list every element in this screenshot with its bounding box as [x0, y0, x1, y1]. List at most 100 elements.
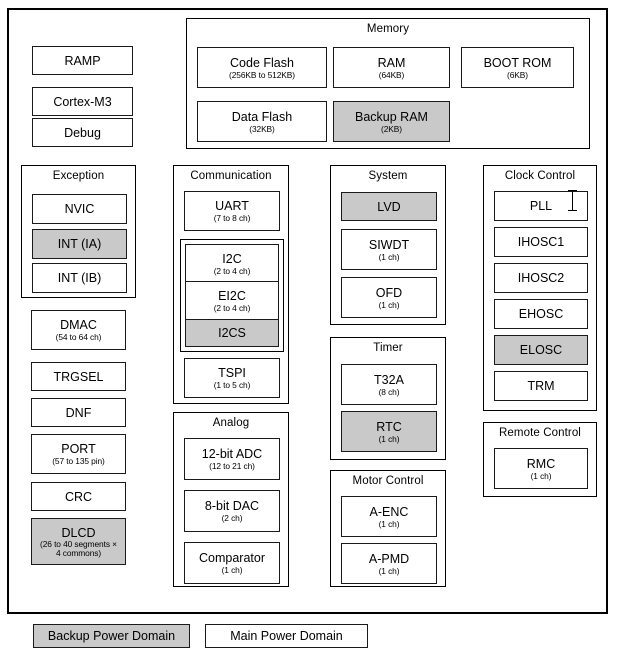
block-label: BOOT ROM: [483, 55, 552, 70]
block-trm[interactable]: TRM: [494, 371, 588, 401]
block-dlcd[interactable]: DLCD (26 to 40 segments × 4 commons): [31, 518, 126, 565]
legend-label: Backup Power Domain: [47, 629, 176, 643]
block-port[interactable]: PORT (57 to 135 pin): [31, 434, 126, 474]
block-label: INT (IB): [57, 271, 102, 285]
block-label: EI2C: [218, 289, 246, 303]
block-label: EHOSC: [518, 307, 564, 321]
block-label: Code Flash: [230, 55, 294, 70]
block-label: DLCD: [61, 525, 96, 540]
block-int-ia[interactable]: INT (IA): [32, 229, 127, 259]
block-comparator[interactable]: Comparator (1 ch): [184, 542, 280, 584]
group-system: System LVD SIWDT (1 ch) OFD (1 ch): [330, 165, 446, 325]
block-label: Debug: [64, 125, 101, 140]
block-pll[interactable]: PLL: [494, 191, 588, 221]
block-sublabel: (57 to 135 pin): [52, 456, 105, 466]
legend-backup-power-domain[interactable]: Backup Power Domain: [33, 624, 190, 648]
block-int-ib[interactable]: INT (IB): [32, 263, 127, 293]
block-sublabel: (26 to 40 segments ×: [40, 538, 117, 549]
block-label: DMAC: [60, 318, 97, 332]
block-boot-rom[interactable]: BOOT ROM (6KB): [461, 47, 574, 88]
group-title-memory: Memory: [366, 23, 410, 35]
block-siwdt[interactable]: SIWDT (1 ch): [341, 229, 437, 270]
block-label: CRC: [64, 489, 93, 504]
group-exception: Exception NVIC INT (IA) INT (IB): [21, 165, 136, 298]
group-remote-control: Remote Control RMC (1 ch): [483, 422, 597, 497]
block-sublabel-2: 4 commons): [55, 547, 102, 558]
block-sublabel: (6KB): [507, 69, 528, 80]
group-title-timer: Timer: [373, 342, 403, 354]
block-label: IHOSC1: [517, 235, 565, 249]
group-timer: Timer T32A (8 ch) RTC (1 ch): [330, 337, 446, 460]
block-label: RTC: [376, 419, 402, 434]
block-label: LVD: [377, 199, 401, 214]
block-sublabel: (1 to 5 ch): [213, 380, 251, 390]
block-uart[interactable]: UART (7 to 8 ch): [184, 191, 280, 231]
block-sublabel: (32KB): [249, 123, 275, 134]
block-debug[interactable]: Debug: [32, 118, 133, 147]
legend-label: Main Power Domain: [230, 629, 343, 643]
ibeam-bottom-bar: [568, 209, 577, 211]
block-dmac[interactable]: DMAC (54 to 64 ch): [31, 310, 126, 350]
block-label: OFD: [375, 285, 403, 300]
block-label: SIWDT: [368, 237, 410, 252]
block-ofd[interactable]: OFD (1 ch): [341, 277, 437, 318]
block-label: TRGSEL: [53, 369, 104, 384]
block-ram[interactable]: RAM (64KB): [333, 47, 450, 88]
block-a-enc[interactable]: A-ENC (1 ch): [341, 496, 437, 537]
group-title-analog: Analog: [212, 417, 250, 429]
block-label: RAMP: [64, 53, 101, 68]
legend-main-power-domain[interactable]: Main Power Domain: [205, 624, 368, 648]
ibeam-stem: [572, 190, 574, 211]
block-rtc[interactable]: RTC (1 ch): [341, 411, 437, 452]
block-ehosc[interactable]: EHOSC: [494, 299, 588, 329]
block-label: NVIC: [64, 202, 95, 216]
block-label: INT (IA): [57, 237, 102, 251]
block-dnf[interactable]: DNF: [31, 398, 126, 427]
block-adc-12bit[interactable]: 12-bit ADC (12 to 21 ch): [184, 438, 280, 480]
block-a-pmd[interactable]: A-PMD (1 ch): [341, 543, 437, 584]
block-sublabel: (7 to 8 ch): [213, 213, 251, 223]
block-sublabel: (8 ch): [378, 386, 400, 397]
group-title-communication: Communication: [190, 170, 272, 182]
text-ibeam-cursor-icon: [568, 190, 577, 211]
block-ramp[interactable]: RAMP: [32, 46, 133, 75]
block-elosc[interactable]: ELOSC: [494, 335, 588, 365]
block-sublabel: (1 ch): [378, 299, 400, 310]
block-label: TSPI: [218, 366, 246, 380]
block-label: 12-bit ADC: [201, 447, 263, 461]
block-backup-ram[interactable]: Backup RAM (2KB): [333, 101, 450, 142]
block-sublabel: (2 to 4 ch): [213, 303, 251, 313]
block-dac-8bit[interactable]: 8-bit DAC (2 ch): [184, 490, 280, 532]
block-i2c[interactable]: I2C (2 to 4 ch): [185, 244, 279, 284]
group-analog: Analog 12-bit ADC (12 to 21 ch) 8-bit DA…: [173, 412, 289, 587]
block-label: Cortex-M3: [53, 94, 112, 109]
block-code-flash[interactable]: Code Flash (256KB to 512KB): [197, 47, 327, 88]
block-tspi[interactable]: TSPI (1 to 5 ch): [184, 358, 280, 398]
block-label: DNF: [65, 405, 92, 420]
block-ihosc1[interactable]: IHOSC1: [494, 227, 588, 257]
block-lvd[interactable]: LVD: [341, 192, 437, 221]
block-rmc[interactable]: RMC (1 ch): [494, 448, 588, 489]
block-label: TRM: [527, 379, 555, 393]
block-data-flash[interactable]: Data Flash (32KB): [197, 101, 327, 142]
block-ihosc2[interactable]: IHOSC2: [494, 263, 588, 293]
group-memory: Memory Code Flash (256KB to 512KB) RAM (…: [186, 18, 590, 149]
group-title-remote-control: Remote Control: [499, 427, 581, 439]
block-ei2c[interactable]: EI2C (2 to 4 ch): [185, 281, 279, 321]
block-i2cs[interactable]: I2CS: [185, 319, 279, 347]
block-trgsel[interactable]: TRGSEL: [31, 362, 126, 391]
block-label: RAM: [377, 55, 406, 70]
block-cortex-m3[interactable]: Cortex-M3: [32, 87, 133, 116]
block-label: I2C: [222, 252, 242, 266]
group-communication: Communication UART (7 to 8 ch) I2C (2 to…: [173, 165, 289, 404]
block-label: UART: [215, 199, 249, 213]
block-label: Comparator: [199, 551, 265, 565]
block-label: PLL: [529, 199, 553, 213]
block-crc[interactable]: CRC: [31, 482, 126, 511]
block-sublabel: (1 ch): [378, 565, 400, 576]
block-t32a[interactable]: T32A (8 ch): [341, 364, 437, 405]
block-label: A-ENC: [369, 504, 409, 519]
block-nvic[interactable]: NVIC: [32, 194, 127, 224]
block-sublabel: (1 ch): [221, 565, 243, 575]
